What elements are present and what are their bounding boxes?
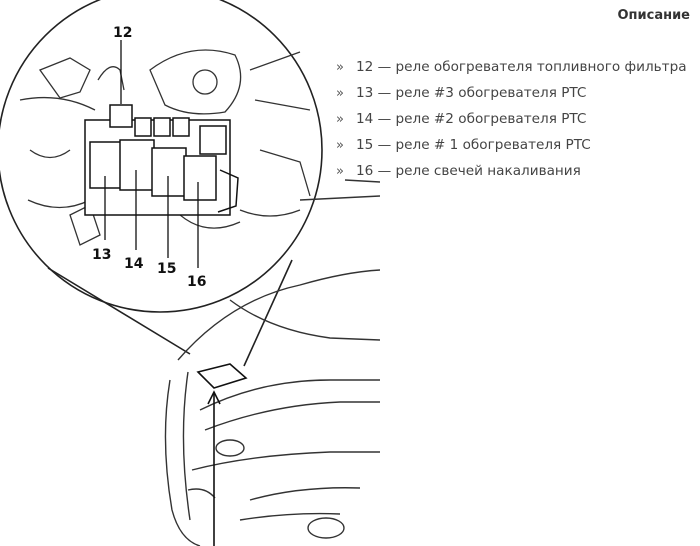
list-item: » 14 — реле #2 обогревателя PTC (336, 106, 700, 132)
magnified-view-circle (0, 0, 323, 313)
callout-12: 12 (113, 25, 132, 41)
engine-bay-detail (19, 49, 311, 246)
bullet-icon: » (336, 163, 344, 179)
list-item-text: 16 — реле свечей накаливания (356, 163, 581, 179)
callout-16: 16 (187, 274, 206, 290)
relay-location-diagram: 12 13 14 15 16 (0, 0, 380, 546)
bullet-icon: » (336, 85, 344, 101)
callout-15: 15 (157, 261, 176, 277)
location-marker (196, 363, 248, 546)
list-item: » 12 — реле обогревателя топливного фильт… (336, 54, 700, 80)
list-item: » 13 — реле #3 обогревателя PTC (336, 80, 700, 106)
list-item-text: 13 — реле #3 обогревателя PTC (356, 85, 587, 101)
bullet-icon: » (336, 59, 344, 75)
bullet-icon: » (336, 111, 344, 127)
list-item: » 15 — реле # 1 обогревателя PTC (336, 132, 700, 158)
description-heading: Описание (617, 8, 690, 23)
relay-box (84, 104, 239, 216)
list-item: » 16 — реле свечей накаливания (336, 158, 700, 184)
callout-13: 13 (92, 247, 111, 263)
list-item-text: 14 — реле #2 обогревателя PTC (356, 111, 587, 127)
bullet-icon: » (336, 137, 344, 153)
relay-description-list: » 12 — реле обогревателя топливного фильт… (336, 54, 700, 184)
callout-14: 14 (124, 256, 144, 272)
list-item-text: 12 — реле обогревателя топливного фильтр… (356, 59, 687, 75)
list-item-text: 15 — реле # 1 обогревателя PTC (356, 137, 591, 153)
